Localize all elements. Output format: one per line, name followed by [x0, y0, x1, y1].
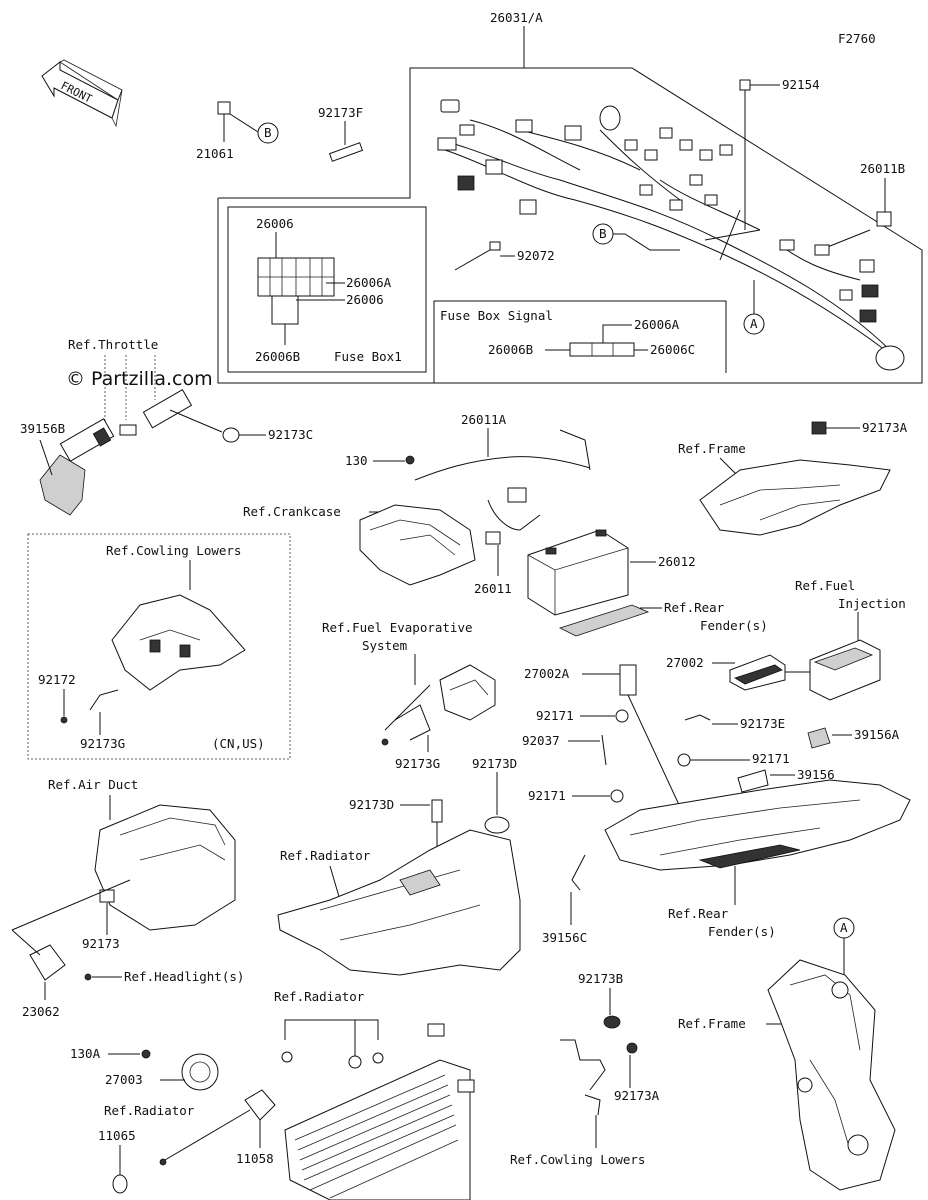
svg-text:26006B: 26006B: [255, 349, 300, 364]
svg-text:Ref.Air Duct: Ref.Air Duct: [48, 777, 138, 792]
svg-text:Injection: Injection: [838, 596, 906, 611]
svg-text:92172: 92172: [38, 672, 76, 687]
cowling-lowers-bracket: 92173B 92173A Ref.Cowling Lowers: [510, 971, 660, 1167]
fuse-box-signal-panel: Fuse Box Signal 26006A 26006B 26006C: [440, 308, 695, 357]
svg-text:92173G: 92173G: [80, 736, 125, 751]
svg-text:26012: 26012: [658, 554, 696, 569]
svg-text:21061: 21061: [196, 146, 234, 161]
svg-text:26006B: 26006B: [488, 342, 533, 357]
svg-text:26006: 26006: [346, 292, 384, 307]
svg-text:Ref.Radiator: Ref.Radiator: [274, 989, 365, 1004]
svg-text:Ref.Frame: Ref.Frame: [678, 441, 746, 456]
svg-text:92173B: 92173B: [578, 971, 623, 986]
svg-text:39156C: 39156C: [542, 930, 587, 945]
frame-top: Ref.Frame 92173A: [678, 420, 908, 536]
svg-text:130: 130: [345, 453, 368, 468]
figure-code: F2760: [838, 31, 876, 46]
svg-text:23062: 23062: [22, 1004, 60, 1019]
svg-text:System: System: [362, 638, 407, 653]
part-92173F: 92173F: [318, 105, 363, 162]
svg-text:92072: 92072: [517, 248, 555, 263]
svg-text:92173G: 92173G: [395, 756, 440, 771]
svg-text:Fender(s): Fender(s): [700, 618, 768, 633]
watermark: © Partzilla.com: [66, 368, 213, 390]
svg-text:11058: 11058: [236, 1151, 274, 1166]
callout-a-harness: A: [743, 280, 765, 335]
svg-text:27002A: 27002A: [524, 666, 570, 681]
svg-text:92171: 92171: [752, 751, 790, 766]
svg-text:(CN,US): (CN,US): [212, 736, 265, 751]
cowling-lowers-panel: Ref.Cowling Lowers 92172 92173G (CN,US): [27, 533, 291, 760]
svg-text:92173D: 92173D: [349, 797, 394, 812]
svg-text:92173E: 92173E: [740, 716, 785, 731]
ecu-assembly: Ref.Fuel Injection 27002: [666, 578, 906, 701]
svg-text:Ref.Rear: Ref.Rear: [668, 906, 729, 921]
svg-text:Ref.Crankcase: Ref.Crankcase: [243, 504, 341, 519]
front-arrow-icon: FRONT: [41, 59, 123, 128]
radiator-fins: [294, 1074, 459, 1199]
svg-text:27003: 27003: [105, 1072, 143, 1087]
rear-fender-assembly: 27002A 92171 92037 92171 92173E 92171 39…: [522, 664, 911, 945]
svg-text:Ref.Cowling Lowers: Ref.Cowling Lowers: [106, 543, 241, 558]
svg-text:92173F: 92173F: [318, 105, 363, 120]
svg-text:92037: 92037: [522, 733, 560, 748]
svg-text:Ref.Radiator: Ref.Radiator: [280, 848, 371, 863]
svg-text:92171: 92171: [536, 708, 574, 723]
frame-bottom: A Ref.Frame: [678, 917, 896, 1191]
svg-text:92173D: 92173D: [472, 756, 517, 771]
svg-text:92154: 92154: [782, 77, 820, 92]
svg-text:26011: 26011: [474, 581, 512, 596]
svg-text:Ref.Radiator: Ref.Radiator: [104, 1103, 195, 1118]
fuse-box1-panel: 26006 26006A 26006 26006B Fuse Box1: [227, 206, 427, 373]
svg-text:Ref.Headlight(s): Ref.Headlight(s): [124, 969, 244, 984]
svg-text:Fender(s): Fender(s): [708, 924, 776, 939]
label-26031A: 26031/A: [490, 10, 543, 25]
svg-text:26006A: 26006A: [346, 275, 392, 290]
svg-text:A: A: [840, 920, 848, 935]
air-duct-assembly: Ref.Air Duct 92173 Ref.Headlight(s) 2306…: [11, 777, 244, 1019]
svg-text:Ref.Fuel Evaporative: Ref.Fuel Evaporative: [322, 620, 473, 635]
svg-text:11065: 11065: [98, 1128, 136, 1143]
svg-text:39156: 39156: [797, 767, 835, 782]
svg-text:130A: 130A: [70, 1046, 101, 1061]
horn-radiator-assembly: Ref.Radiator 130A 27003 Ref.Radiator 110…: [70, 989, 475, 1200]
svg-text:Fuse Box1: Fuse Box1: [334, 349, 402, 364]
fuel-evap-bracket: Ref.Fuel Evaporative System 92173G 92173…: [322, 620, 517, 815]
battery-assembly: 26011A 130 Ref.Crankcase 26011 26012 Ref…: [243, 412, 768, 637]
throttle-assembly: Ref.Throttle 92173C 39156B: [20, 337, 313, 516]
svg-text:39156B: 39156B: [20, 421, 65, 436]
svg-text:92173A: 92173A: [862, 420, 908, 435]
svg-text:26011A: 26011A: [461, 412, 507, 427]
svg-text:92173C: 92173C: [268, 427, 313, 442]
svg-text:92173A: 92173A: [614, 1088, 660, 1103]
part-26011B: 26011B: [860, 161, 905, 227]
svg-text:Ref.Frame: Ref.Frame: [678, 1016, 746, 1031]
svg-text:Ref.Fuel: Ref.Fuel: [795, 578, 855, 593]
part-92072: 92072: [454, 241, 555, 271]
svg-text:Ref.Cowling Lowers: Ref.Cowling Lowers: [510, 1152, 645, 1167]
part-92154: 92154: [739, 77, 820, 230]
part-21061: B 21061: [196, 101, 279, 161]
svg-text:26011B: 26011B: [860, 161, 905, 176]
callout-b-harness: B: [592, 223, 680, 251]
svg-text:B: B: [599, 226, 607, 241]
wiring-harness: [437, 99, 905, 371]
svg-text:Fuse Box Signal: Fuse Box Signal: [440, 308, 553, 323]
svg-text:26006C: 26006C: [650, 342, 695, 357]
svg-text:26006A: 26006A: [634, 317, 680, 332]
svg-text:39156A: 39156A: [854, 727, 900, 742]
svg-text:Ref.Rear: Ref.Rear: [664, 600, 725, 615]
svg-text:26006: 26006: [256, 216, 294, 231]
svg-text:27002: 27002: [666, 655, 704, 670]
svg-text:Ref.Throttle: Ref.Throttle: [68, 337, 158, 352]
svg-text:B: B: [264, 125, 272, 140]
svg-text:92173: 92173: [82, 936, 120, 951]
main-harness-group: 26031/A: [217, 10, 923, 384]
svg-text:A: A: [750, 316, 758, 331]
svg-text:92171: 92171: [528, 788, 566, 803]
radiator-guard: 92173D Ref.Radiator: [277, 797, 521, 976]
